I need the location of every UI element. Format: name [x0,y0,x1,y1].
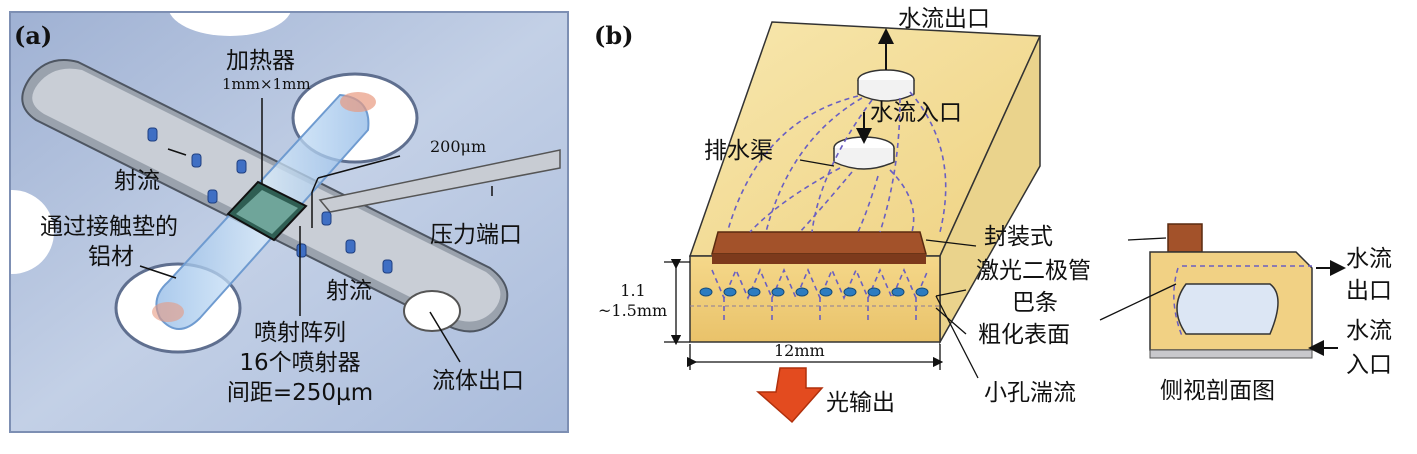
heater-size-label: 1mm×1mm [222,75,311,93]
side-view [1099,223,1346,359]
jet-label-left: 射流 [114,168,160,194]
side-inlet-line2: 入口 [1346,352,1392,378]
pad-label-line1: 通过接触垫的 [40,214,178,240]
fluid-outlet-hole [403,290,461,332]
light-output-arrow [756,367,824,424]
jet-label-right: 射流 [326,278,372,304]
packaged-label-line2: 激光二极管 [976,258,1091,284]
packaged-label-line1: 封装式 [984,224,1053,250]
dimensions [664,258,944,370]
heater-glow [340,92,376,112]
packaged-label-line3: 巴条 [1012,290,1058,316]
leaders-b [799,159,979,379]
drain-label: 排水渠 [704,138,773,164]
side-inlet-line1: 水流 [1346,318,1392,344]
fluid-outlet-label: 流体出口 [432,368,524,394]
array-label-line1: 喷射阵列 [254,320,346,346]
light-output-label: 光输出 [826,390,895,416]
pressure-tube [318,149,561,213]
pressure-port-label: 压力端口 [430,222,522,248]
plate-cutout [0,190,54,274]
thickness-line1: 1.1 [620,281,646,300]
side-outlet-line1: 水流 [1346,246,1392,272]
width-12-label: 12mm [774,341,825,360]
array-label-line3: 间距=250μm [226,380,374,406]
pad-label-line2: 铝材 [88,244,134,270]
panel-b-tag: (b) [594,21,634,50]
panel-b [664,21,1346,424]
heater-label: 加热器 [226,48,295,74]
outlet-cylinder [857,28,915,102]
side-outlet-line2: 出口 [1346,278,1392,304]
heater-glow [152,302,184,322]
panel-a [0,0,569,433]
leaders-a [139,98,493,363]
laser-bar [711,231,927,264]
plate-cutout [168,0,292,36]
array-label-line2: 16个喷射器 [239,350,361,376]
microhole-jets [699,287,929,297]
side-view-label: 侧视剖面图 [1160,378,1275,404]
thickness-line2: ~1.5mm [598,301,668,320]
block-front [689,255,941,343]
heater-chip [226,180,308,242]
water-outlet-top-label: 水流出口 [898,6,990,32]
rough-surface-label: 粗化表面 [978,322,1070,348]
microhole-label: 小孔湍流 [984,380,1076,406]
water-inlet-top-label: 水流入口 [870,100,962,126]
flow-paths [711,91,947,320]
width-200-label: 200μm [430,137,487,156]
inlet-cylinder [833,112,895,170]
panel-a-tag: (a) [14,21,53,50]
